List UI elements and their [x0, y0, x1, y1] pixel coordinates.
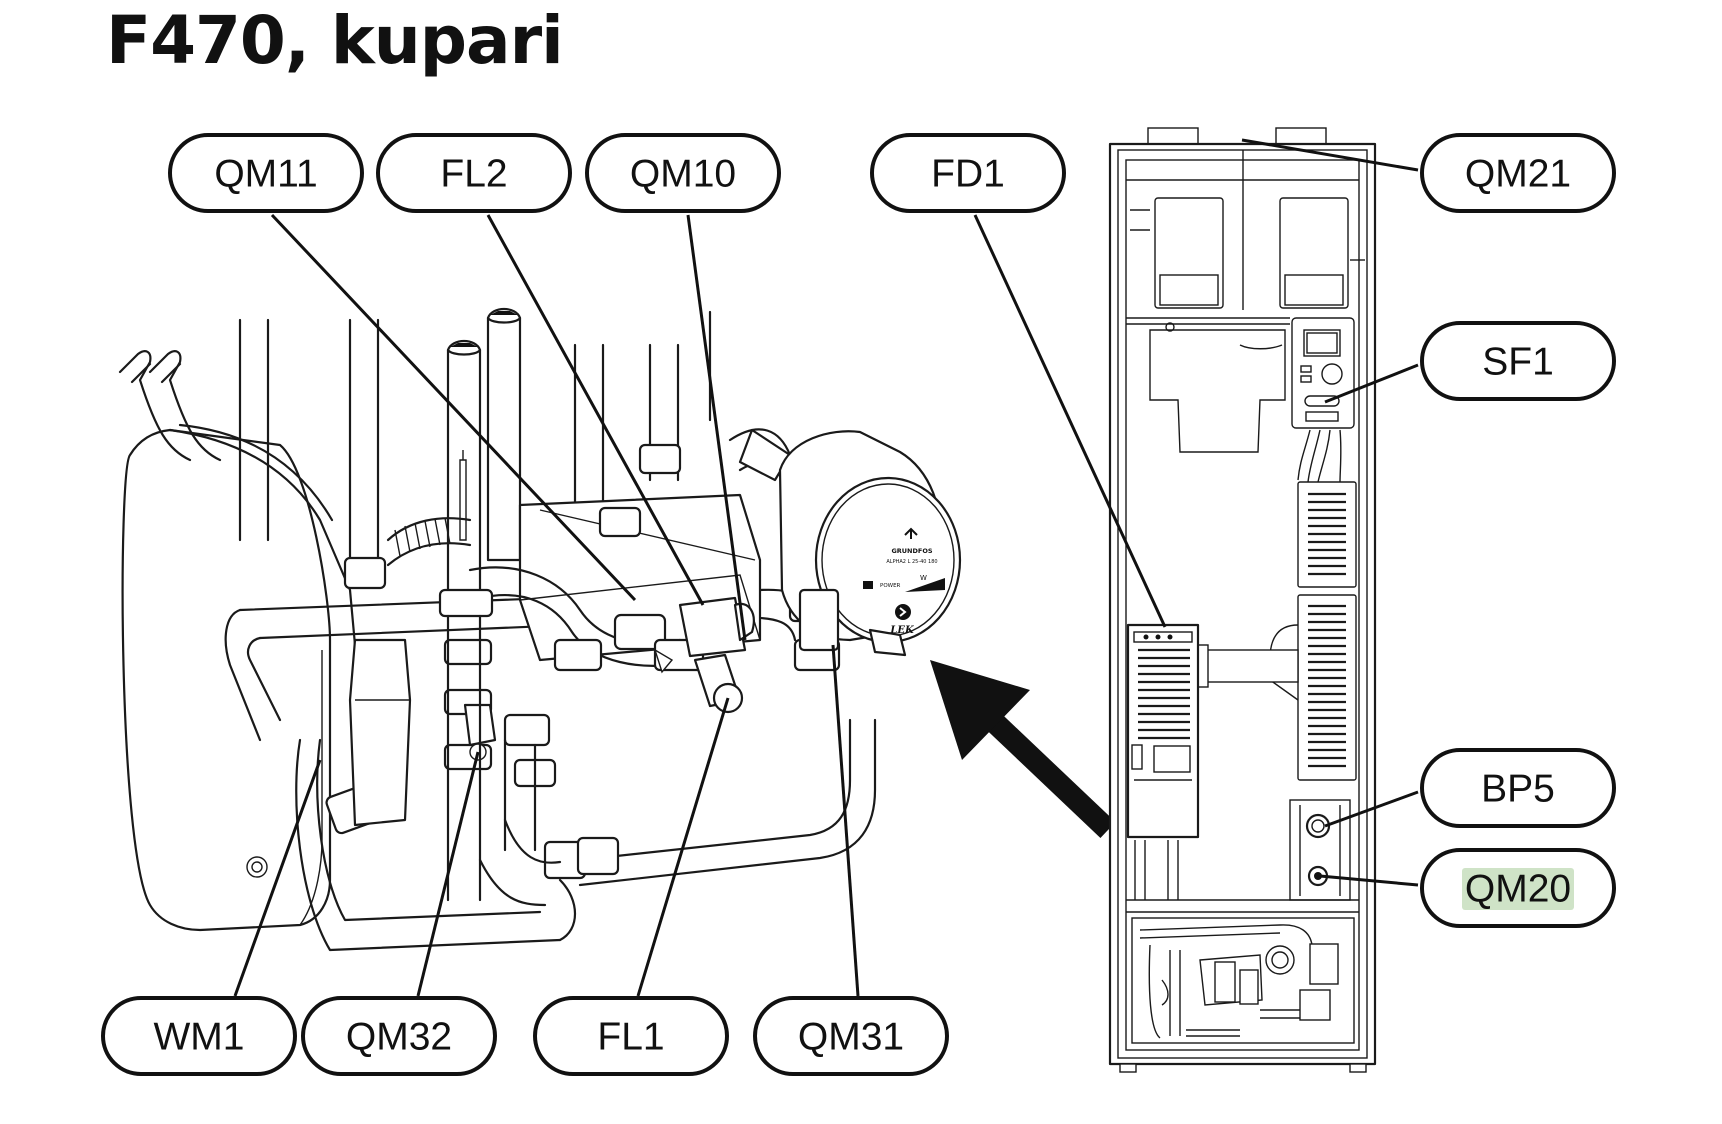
callout-wm1-text: WM1: [154, 1016, 245, 1059]
callout-qm31-text: QM31: [798, 1016, 904, 1059]
callout-fl2: FL2: [376, 133, 572, 213]
hydronic-module-illustration: GRUNDFOS ALPHA2 L 25-40 180 POWER W LEK: [118, 307, 962, 952]
pump-button-icon: [895, 604, 911, 620]
callout-fd1-text: FD1: [931, 153, 1005, 196]
callout-bp5: BP5: [1420, 748, 1616, 828]
pump-mark-label: LEK: [889, 625, 915, 636]
callout-qm20-text: QM20: [1465, 868, 1571, 911]
pump-brand-label: GRUNDFOS: [891, 547, 932, 555]
callout-qm31: QM31: [753, 996, 949, 1076]
callout-qm10: QM10: [585, 133, 781, 213]
callout-sf1-text: SF1: [1482, 341, 1554, 384]
callout-qm32: QM32: [301, 996, 497, 1076]
heat-pump-cabinet-overview: [1108, 127, 1377, 1073]
callout-fd1: FD1: [870, 133, 1066, 213]
pump-power-unit: W: [920, 574, 927, 582]
page-title: F470, kupari: [106, 2, 564, 79]
callout-bp5-text: BP5: [1481, 768, 1555, 811]
callout-wm1: WM1: [101, 996, 297, 1076]
callout-fl2-text: FL2: [440, 153, 507, 196]
pump-power-label: POWER: [880, 583, 901, 589]
callout-qm21-text: QM21: [1465, 153, 1571, 196]
callout-qm21: QM21: [1420, 133, 1616, 213]
zoom-arrow-icon: [930, 660, 1116, 838]
callout-fl1-text: FL1: [597, 1016, 664, 1059]
callout-qm11-text: QM11: [214, 153, 317, 196]
callout-sf1: SF1: [1420, 321, 1616, 401]
callout-qm32-text: QM32: [346, 1016, 452, 1059]
callout-fl1: FL1: [533, 996, 729, 1076]
callout-qm20: QM20: [1420, 848, 1616, 928]
callout-qm10-text: QM10: [630, 153, 736, 196]
callout-qm20-highlight: [1462, 868, 1574, 910]
pump-model-label: ALPHA2 L 25-40 180: [886, 559, 937, 565]
circulation-pump: GRUNDFOS ALPHA2 L 25-40 180 POWER W LEK: [778, 430, 962, 657]
callout-qm11: QM11: [168, 133, 364, 213]
leader-lines: [233, 138, 1419, 997]
